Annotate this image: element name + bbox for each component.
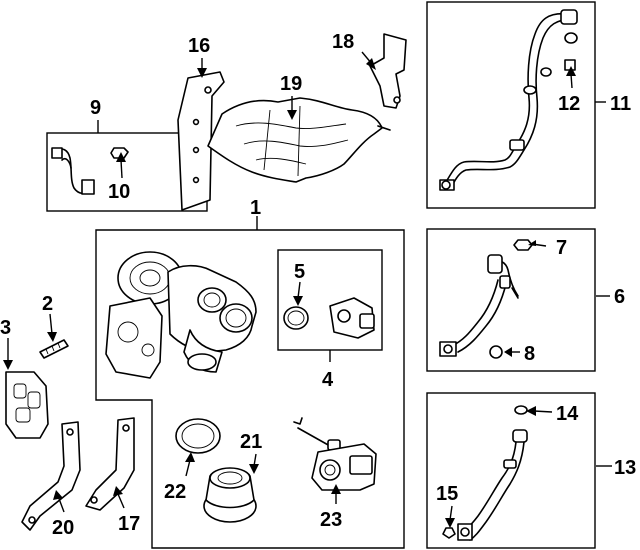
- gasket-5: [283, 306, 309, 330]
- stud-2: [39, 339, 69, 359]
- o-ring-7: [513, 239, 533, 251]
- bracket-17: [85, 417, 135, 511]
- hose-9: [51, 147, 95, 195]
- gasket-22: [175, 418, 221, 454]
- group-box-11: [426, 1, 596, 209]
- callout-14: 14: [556, 403, 579, 425]
- washer-15: [442, 527, 456, 539]
- callout-20: 20: [52, 517, 74, 539]
- callout-4: 4: [322, 369, 334, 391]
- callout-19: 19: [280, 73, 302, 95]
- leaders: [3, 51, 612, 528]
- seal-12: [564, 59, 576, 71]
- oil-return-13: [457, 429, 528, 541]
- callout-16: 16: [188, 35, 210, 57]
- bracket-18: [369, 33, 407, 109]
- callout-15: 15: [436, 483, 458, 505]
- bracket-20: [21, 421, 81, 531]
- callout-6: 6: [614, 286, 625, 308]
- coolant-pipe-11: [439, 9, 578, 191]
- outlet-21: [203, 467, 257, 523]
- callout-11: 11: [610, 93, 631, 115]
- callout-9: 9: [90, 97, 101, 119]
- gasket-3: [5, 371, 49, 439]
- callout-7: 7: [556, 237, 567, 259]
- callout-22: 22: [164, 481, 186, 503]
- callout-3: 3: [0, 317, 11, 339]
- callout-17: 17: [118, 513, 140, 535]
- o-ring-8: [489, 345, 503, 359]
- callout-13: 13: [614, 457, 636, 479]
- oil-line-6: [439, 254, 519, 357]
- callout-5: 5: [294, 261, 305, 283]
- group-box-1: [95, 229, 405, 549]
- callout-8: 8: [524, 343, 535, 365]
- callout-2: 2: [42, 293, 53, 315]
- washer-14: [514, 405, 528, 415]
- actuator-23: [293, 417, 377, 491]
- actuator-flange-4: [329, 297, 375, 339]
- callout-21: 21: [240, 431, 262, 453]
- group-box-13: [426, 392, 596, 549]
- heat-shield-19: [207, 97, 391, 183]
- callout-1: 1: [250, 197, 261, 219]
- callout-12: 12: [558, 93, 580, 115]
- turbocharger-1: [105, 251, 257, 379]
- callout-23: 23: [320, 509, 342, 531]
- callout-10: 10: [108, 181, 130, 203]
- heat-shield-16: [177, 71, 225, 211]
- callout-18: 18: [332, 31, 354, 53]
- group-box-6: [426, 228, 596, 372]
